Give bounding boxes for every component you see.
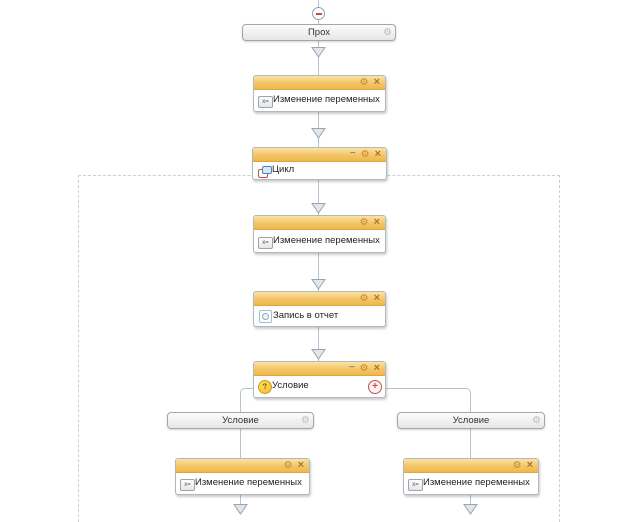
variables-icon: x= — [408, 479, 423, 491]
arrow-down-icon — [311, 47, 326, 58]
node-titlebar[interactable]: − ⚙ × — [254, 362, 385, 376]
node-change-variables-2[interactable]: ⚙ × x= Изменение переменных — [253, 215, 386, 253]
gear-icon[interactable]: ⚙ — [359, 216, 369, 228]
gear-icon[interactable]: ⚙ — [359, 76, 369, 88]
node-titlebar[interactable]: ⚙ × — [254, 76, 385, 90]
connector-line — [240, 493, 241, 506]
node-change-variables-1[interactable]: ⚙ × x= Изменение переменных — [253, 75, 386, 112]
gear-icon[interactable]: ⚙ — [359, 292, 369, 304]
branch-pill-left[interactable]: Условие ⚙ — [167, 412, 314, 429]
variables-icon: x= — [180, 479, 195, 491]
node-change-variables-3[interactable]: ⚙ × x= Изменение переменных — [175, 458, 310, 495]
condition-icon: ? — [256, 378, 274, 396]
arrow-down-icon — [311, 279, 326, 290]
minimize-icon[interactable]: − — [348, 361, 355, 373]
branch-pill-right[interactable]: Условие ⚙ — [397, 412, 545, 429]
arrow-down-icon — [311, 349, 326, 360]
connector-line — [318, 325, 319, 361]
branch-pill-label: Условие — [222, 415, 259, 426]
gear-icon[interactable]: ⚙ — [532, 414, 541, 426]
node-write-report[interactable]: ⚙ × Запись в отчет — [253, 291, 386, 327]
connector-line — [318, 178, 319, 215]
node-body: Цикл — [253, 162, 386, 179]
close-icon[interactable]: × — [297, 458, 304, 471]
report-icon — [259, 310, 272, 323]
gear-icon[interactable]: ⚙ — [512, 459, 522, 471]
variables-icon: x= — [258, 96, 273, 108]
node-loop[interactable]: − ⚙ × Цикл — [252, 147, 387, 180]
node-titlebar[interactable]: ⚙ × — [254, 292, 385, 306]
branch-pill-label: Условие — [452, 415, 490, 426]
node-body: ? Условие + — [254, 376, 385, 397]
arrow-down-icon — [311, 203, 326, 214]
arrow-down-icon — [463, 504, 478, 515]
connector-line — [318, 41, 319, 75]
node-body: x= Изменение переменных — [254, 90, 385, 111]
connector-line — [470, 493, 471, 506]
gear-icon[interactable]: ⚙ — [359, 362, 369, 374]
gear-icon[interactable]: ⚙ — [360, 148, 370, 160]
add-branch-icon[interactable]: + — [368, 379, 382, 394]
gear-icon[interactable]: ⚙ — [383, 26, 392, 38]
node-title: Изменение переменных — [195, 477, 302, 488]
arrow-down-icon — [233, 504, 248, 515]
connector-line — [318, 251, 319, 291]
node-titlebar[interactable]: ⚙ × — [176, 459, 309, 473]
node-body: Запись в отчет — [254, 306, 385, 326]
node-title: Цикл — [272, 164, 295, 175]
node-condition[interactable]: − ⚙ × ? Условие + — [253, 361, 386, 398]
collapse-minus-icon[interactable] — [312, 7, 325, 20]
minimize-icon[interactable]: − — [349, 147, 356, 159]
node-titlebar[interactable]: ⚙ × — [404, 459, 538, 473]
gear-icon[interactable]: ⚙ — [301, 414, 310, 426]
start-pill-label: Прох — [307, 27, 331, 38]
close-icon[interactable]: × — [373, 291, 380, 304]
node-title: Изменение переменных — [423, 477, 530, 488]
close-icon[interactable]: × — [373, 361, 380, 374]
loop-icon — [258, 166, 272, 178]
close-icon[interactable]: × — [373, 215, 380, 228]
node-title: Запись в отчет — [273, 309, 339, 321]
node-body: x= Изменение переменных — [404, 473, 538, 494]
branch-connector-right — [384, 388, 471, 413]
node-titlebar[interactable]: − ⚙ × — [253, 148, 386, 162]
connector-line — [240, 429, 241, 458]
start-pill[interactable]: Прох ⚙ — [242, 24, 396, 41]
node-body: x= Изменение переменных — [254, 230, 385, 252]
node-change-variables-4[interactable]: ⚙ × x= Изменение переменных — [403, 458, 539, 495]
node-body: x= Изменение переменных — [176, 473, 309, 494]
close-icon[interactable]: × — [374, 147, 381, 160]
node-title: Изменение переменных — [273, 94, 380, 105]
branch-connector-left — [240, 388, 255, 413]
variables-icon: x= — [258, 237, 273, 249]
connector-line — [318, 19, 319, 25]
connector-line — [470, 429, 471, 458]
close-icon[interactable]: × — [373, 75, 380, 88]
node-titlebar[interactable]: ⚙ × — [254, 216, 385, 230]
connector-line — [318, 0, 319, 8]
node-title: Изменение переменных — [273, 234, 380, 246]
close-icon[interactable]: × — [526, 458, 533, 471]
gear-icon[interactable]: ⚙ — [283, 459, 293, 471]
node-title: Условие — [272, 380, 309, 391]
arrow-down-icon — [311, 128, 326, 139]
